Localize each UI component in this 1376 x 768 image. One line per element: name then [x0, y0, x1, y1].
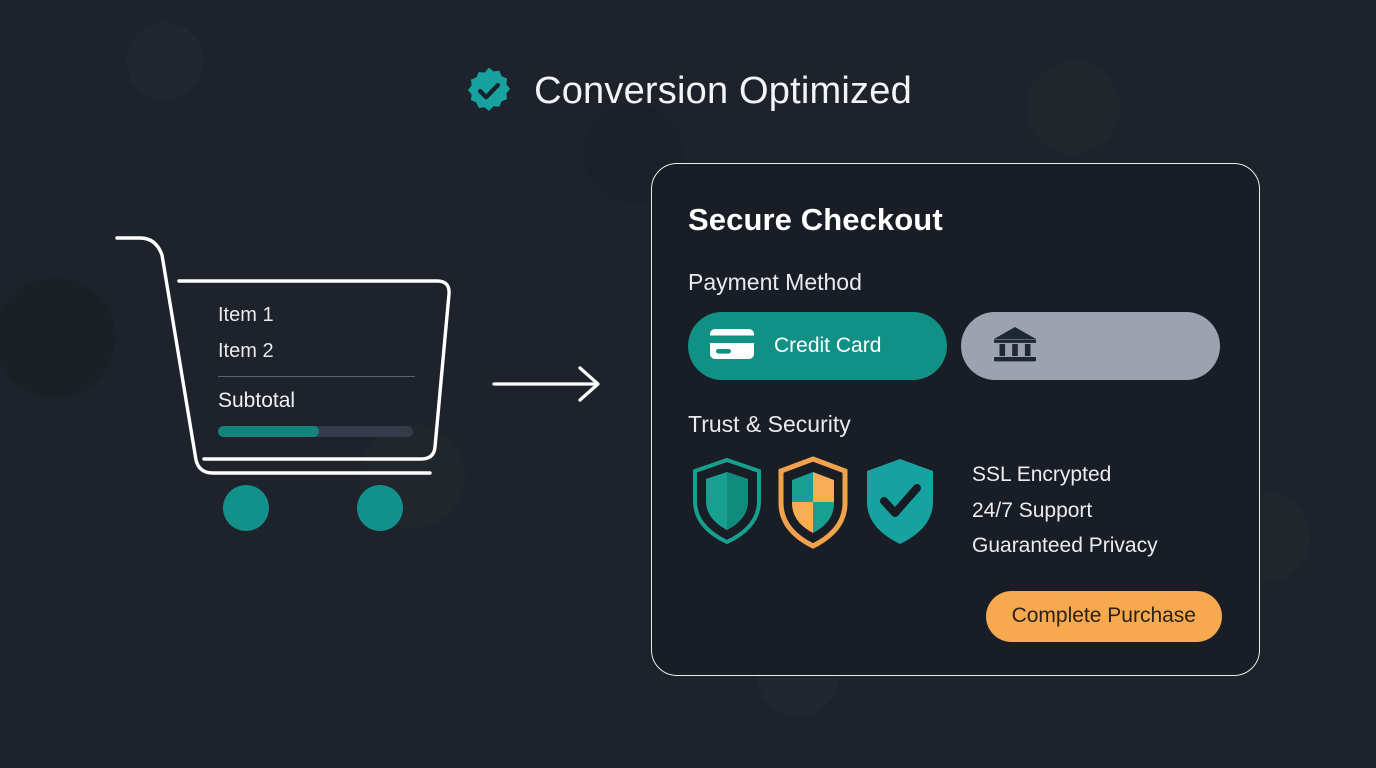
- verified-check-badge-icon: [464, 66, 514, 116]
- shield-check-icon: [860, 455, 940, 556]
- checkout-title: Secure Checkout: [688, 202, 943, 237]
- secure-checkout-card: Secure Checkout Payment Method Credit Ca…: [651, 163, 1260, 676]
- trust-list-item: 24/7 Support: [972, 498, 1093, 522]
- trust-row: SSL Encrypted 24/7 Support Guaranteed Pr…: [688, 452, 1223, 564]
- credit-card-label: Credit Card: [774, 334, 882, 357]
- cart-progress-bar: [218, 426, 413, 437]
- shopping-cart-icon: Item 1 Item 2 Subtotal: [100, 225, 480, 555]
- payment-option-bank[interactable]: [961, 312, 1220, 380]
- page-header: Conversion Optimized: [0, 66, 1376, 116]
- cart-progress-fill: [218, 426, 320, 437]
- cart-outline: [115, 236, 451, 475]
- cart-divider: [218, 376, 415, 377]
- shield-quadrant-icon: [774, 455, 852, 556]
- trust-security-label: Trust & Security: [688, 411, 851, 437]
- payment-method-label: Payment Method: [688, 269, 862, 295]
- cta-row: Complete Purchase: [688, 590, 1223, 642]
- shield-outline-icon: [688, 455, 766, 556]
- trust-list-item: SSL Encrypted: [972, 463, 1112, 486]
- cart-wheel-right: [357, 485, 403, 531]
- cart-subtotal-label: Subtotal: [218, 389, 296, 412]
- page-title: Conversion Optimized: [534, 69, 912, 112]
- bank-icon: [991, 324, 1039, 369]
- complete-purchase-button[interactable]: Complete Purchase: [985, 590, 1222, 642]
- payment-options: Credit Card: [688, 312, 1223, 380]
- cart-contents: Item 1 Item 2 Subtotal: [218, 297, 418, 437]
- cart-line-item: Item 2: [218, 340, 274, 362]
- trust-list: SSL Encrypted 24/7 Support Guaranteed Pr…: [972, 452, 1158, 564]
- payment-option-credit-card[interactable]: Credit Card: [688, 312, 947, 380]
- trust-list-item: Guaranteed Privacy: [972, 534, 1158, 557]
- credit-card-icon: [709, 327, 755, 366]
- cart-wheel-left: [223, 485, 269, 531]
- trust-badges: [688, 452, 940, 556]
- cart-line-item: Item 1: [218, 304, 274, 326]
